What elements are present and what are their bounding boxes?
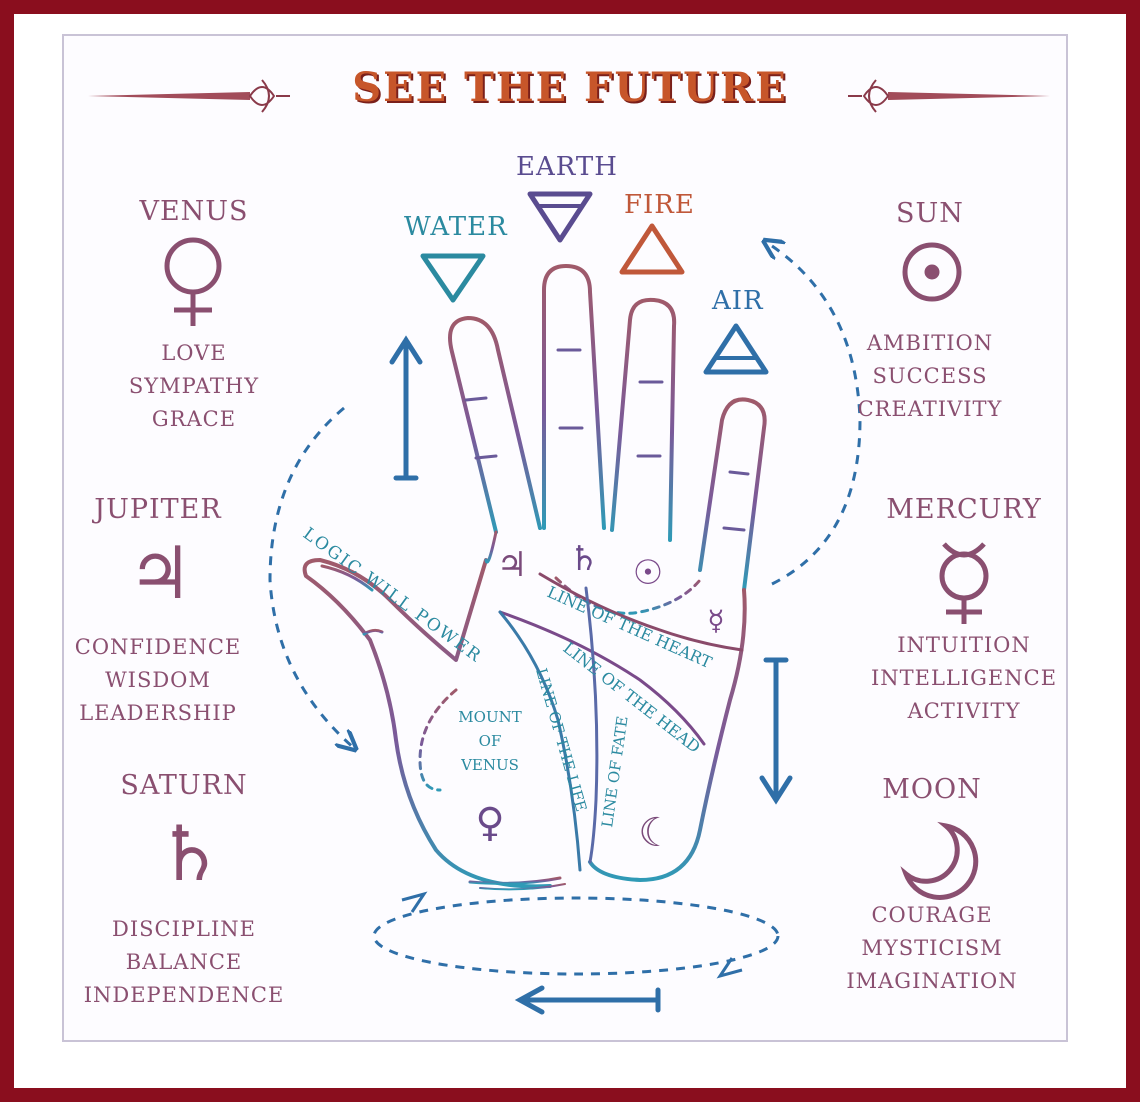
moon-trait-3: IMAGINATION bbox=[846, 969, 1018, 993]
mercury-symbol-icon bbox=[939, 542, 989, 624]
water-label: WATER bbox=[404, 212, 508, 242]
left-dashed-arc bbox=[268, 406, 354, 748]
saturn-symbol-icon: ♄ bbox=[156, 809, 224, 898]
air-label: AIR bbox=[712, 286, 764, 316]
ellipse-arrowheads bbox=[401, 891, 743, 979]
saturn-trait-1: DISCIPLINE bbox=[112, 917, 256, 941]
fate-line bbox=[584, 586, 599, 864]
palm-lines bbox=[498, 572, 744, 872]
saturn-block: SATURN DISCIPLINE BALANCE INDEPENDENCE bbox=[64, 770, 304, 1012]
life-line bbox=[498, 610, 582, 872]
sun-trait-1: AMBITION bbox=[866, 331, 994, 355]
inner-panel bbox=[62, 34, 1068, 1042]
moon-symbol-icon bbox=[900, 821, 979, 900]
logic-will-power-label: LOGIC WILL POWER bbox=[299, 524, 486, 667]
heart-line bbox=[538, 572, 744, 652]
moon-block: MOON COURAGE MYSTICISM IMAGINATION bbox=[812, 774, 1052, 998]
page-title: SEE THE FUTURE bbox=[352, 64, 788, 111]
earth-triangle-icon bbox=[527, 191, 593, 243]
palm-sun-symbol-icon: ☉ bbox=[633, 553, 663, 593]
moon-trait-1: COURAGE bbox=[871, 903, 993, 927]
palm-mercury-symbol-icon: ☿ bbox=[707, 604, 724, 637]
mount-of-venus-line-1: MOUNT bbox=[458, 708, 521, 726]
title-flourish-left bbox=[88, 79, 290, 113]
mount-of-venus-line-2: OF bbox=[479, 732, 502, 750]
mercury-trait-3: ACTIVITY bbox=[907, 699, 1021, 723]
moon-name: MOON bbox=[882, 774, 982, 805]
head-line bbox=[498, 610, 706, 746]
hand-outline bbox=[302, 264, 767, 891]
line-of-life-label: LINE OF THE LIFE bbox=[532, 666, 590, 813]
title-flourish-right bbox=[848, 79, 1050, 113]
palm-jupiter-symbol-icon: ♃ bbox=[497, 545, 527, 585]
saturn-trait-2: BALANCE bbox=[125, 950, 243, 974]
palm-saturn-symbol-icon: ♄ bbox=[569, 539, 599, 579]
sun-trait-3: CREATIVITY bbox=[857, 397, 1003, 421]
down-arrow bbox=[759, 657, 793, 805]
solid-arrows bbox=[389, 335, 793, 1015]
left-arrow bbox=[514, 985, 661, 1015]
line-of-fate-label: LINE OF FATE bbox=[598, 715, 631, 829]
right-dashed-arc bbox=[766, 242, 862, 586]
mount-of-venus-line-3: VENUS bbox=[460, 756, 519, 774]
sun-block: SUN AMBITION SUCCESS CREATIVITY bbox=[810, 198, 1050, 426]
mercury-name: MERCURY bbox=[886, 494, 1042, 525]
jupiter-name: JUPITER bbox=[94, 494, 222, 525]
jupiter-trait-2: WISDOM bbox=[105, 668, 211, 692]
jupiter-symbol-icon: ♃ bbox=[128, 531, 193, 615]
venus-trait-3: GRACE bbox=[151, 407, 237, 431]
jupiter-trait-3: LEADERSHIP bbox=[79, 701, 237, 725]
dashed-arrows bbox=[268, 242, 862, 976]
venus-trait-2: SYMPATHY bbox=[128, 374, 260, 398]
jupiter-block: JUPITER CONFIDENCE WISDOM LEADERSHIP bbox=[38, 494, 278, 730]
saturn-trait-3: INDEPENDENCE bbox=[83, 983, 285, 1007]
finger-joint-marks bbox=[464, 348, 750, 532]
fire-label: FIRE bbox=[624, 190, 695, 220]
air-triangle-icon bbox=[703, 323, 769, 375]
mercury-block: MERCURY INTUITION INTELLIGENCE ACTIVITY bbox=[844, 494, 1084, 728]
water-triangle-icon bbox=[420, 253, 486, 303]
venus-name: VENUS bbox=[139, 196, 249, 227]
venus-block: VENUS LOVE SYMPATHY GRACE bbox=[74, 196, 314, 436]
venus-trait-1: LOVE bbox=[161, 341, 227, 365]
venus-symbol-icon bbox=[164, 237, 222, 326]
palm-moon-symbol-icon: ☾ bbox=[638, 810, 674, 856]
fire-triangle-icon bbox=[619, 223, 685, 275]
sun-symbol-icon bbox=[902, 242, 962, 302]
moon-trait-2: MYSTICISM bbox=[861, 936, 1003, 960]
palm-venus-symbol-icon: ♀ bbox=[475, 800, 504, 846]
saturn-name: SATURN bbox=[120, 770, 248, 801]
mercury-trait-1: INTUITION bbox=[897, 633, 1031, 657]
jupiter-trait-1: CONFIDENCE bbox=[74, 635, 242, 659]
mercury-trait-2: INTELLIGENCE bbox=[870, 666, 1058, 690]
earth-label: EARTH bbox=[516, 152, 618, 182]
sun-trait-2: SUCCESS bbox=[872, 364, 988, 388]
sun-name: SUN bbox=[896, 198, 964, 229]
up-arrow bbox=[389, 335, 423, 481]
bottom-dashed-ellipse bbox=[372, 896, 780, 976]
